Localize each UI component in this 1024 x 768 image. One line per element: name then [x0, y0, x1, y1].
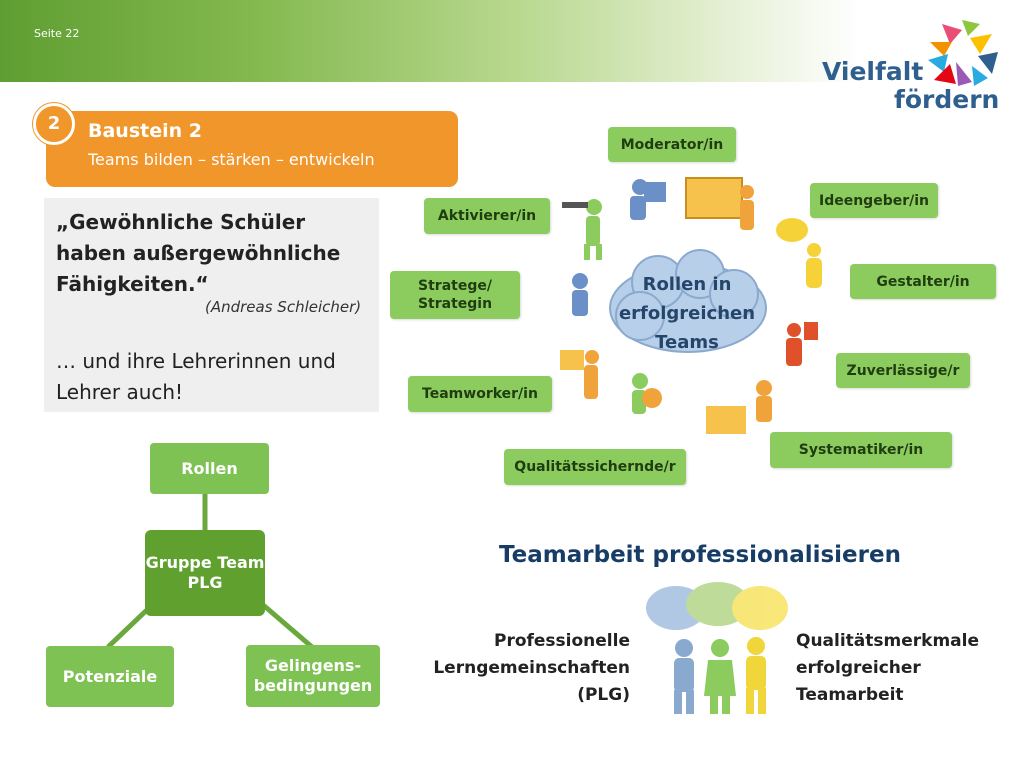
banner-subtitle: Teams bilden – stärken – entwickeln	[88, 150, 375, 169]
quote-text: „Gewöhnliche Schüler haben außergewöhnli…	[56, 210, 341, 296]
quote-addition: … und ihre Lehrerinnen und Lehrer auch!	[56, 349, 336, 404]
role-moderator: Moderator/in	[608, 127, 736, 162]
role-icons	[560, 177, 822, 434]
role-teamworker: Teamworker/in	[408, 376, 552, 412]
diagram-potenziale: Potenziale	[46, 646, 174, 707]
role-ideengeber: Ideengeber/in	[810, 183, 938, 218]
logo-line2: fördern	[894, 85, 1000, 114]
quote-box	[44, 198, 379, 412]
role-gestalter: Gestalter/in	[850, 264, 996, 299]
role-systematiker: Systematiker/in	[770, 432, 952, 468]
role-qualitaetssichernde: Qualitätssichernde/r	[504, 449, 686, 485]
roles-center-label: Rollen in erfolgreichen Teams	[618, 274, 756, 353]
quote-author: (Andreas Schleicher)	[205, 298, 362, 316]
teamwork-right-text: Qualitätsmerkmale erfolgreicher Teamarbe…	[796, 631, 979, 705]
role-zuverlaessige: Zuverlässige/r	[836, 353, 970, 388]
logo-icon	[928, 20, 998, 86]
logo-line1: Vielfalt	[822, 57, 924, 86]
page-label: Seite 22	[34, 27, 80, 40]
teamwork-title: Teamarbeit professionalisieren	[499, 542, 901, 568]
team-figures-icon	[646, 582, 788, 714]
header-band	[0, 0, 860, 82]
role-aktivierer: Aktivierer/in	[424, 198, 550, 234]
module-number-badge: 2	[33, 103, 75, 145]
diagram-rollen: Rollen	[150, 443, 269, 494]
banner-title: Baustein 2	[88, 120, 202, 142]
role-stratege: Stratege/ Strategin	[390, 271, 520, 319]
diagram-gelingen: Gelingens-bedingungen	[246, 645, 380, 707]
diagram-center: Gruppe Team PLG	[145, 530, 265, 616]
teamwork-left-text: Professionelle Lerngemeinschaften (PLG)	[433, 631, 630, 705]
cloud-shape	[609, 249, 767, 353]
module-banner	[46, 111, 458, 187]
logo-text: Vielfalt fördern	[822, 58, 999, 114]
